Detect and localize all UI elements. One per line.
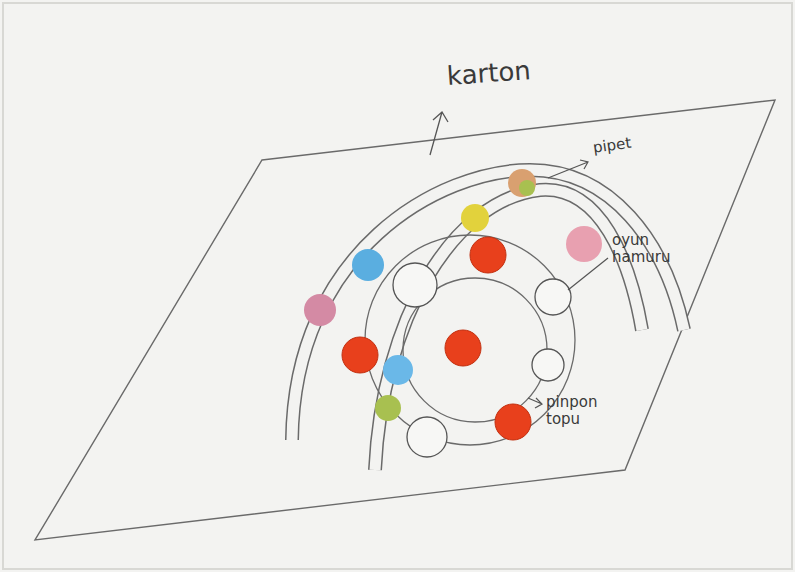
straw-tube xyxy=(375,190,642,470)
part-label: pinpon topu xyxy=(546,394,612,429)
part-label: pipet xyxy=(592,129,674,157)
leader-arrow xyxy=(548,160,588,178)
red-ball xyxy=(342,337,378,373)
dough-ball xyxy=(519,180,535,196)
dough-ball xyxy=(304,294,336,326)
straw-tube-inner xyxy=(375,190,642,470)
red-ball xyxy=(470,237,506,273)
dough-ball xyxy=(566,226,602,262)
dough-ball xyxy=(508,169,536,197)
part-label: oyun hamuru xyxy=(612,232,682,267)
pingpong-ball xyxy=(535,279,571,315)
dough-ball xyxy=(352,249,384,281)
leader-line xyxy=(568,258,608,290)
pingpong-ball xyxy=(532,349,564,381)
red-ball xyxy=(495,404,531,440)
orbit-circle xyxy=(365,235,575,445)
red-ball xyxy=(445,330,481,366)
cardboard-sheet xyxy=(35,100,775,540)
dough-ball xyxy=(461,204,489,232)
sheet-label: karton xyxy=(446,54,568,92)
leader-arrow xyxy=(430,112,448,155)
pingpong-ball xyxy=(407,417,447,457)
leader-arrow xyxy=(528,398,542,408)
pingpong-ball xyxy=(393,263,437,307)
dough-ball xyxy=(383,355,413,385)
paper-edge xyxy=(3,3,792,569)
dough-ball xyxy=(375,395,401,421)
